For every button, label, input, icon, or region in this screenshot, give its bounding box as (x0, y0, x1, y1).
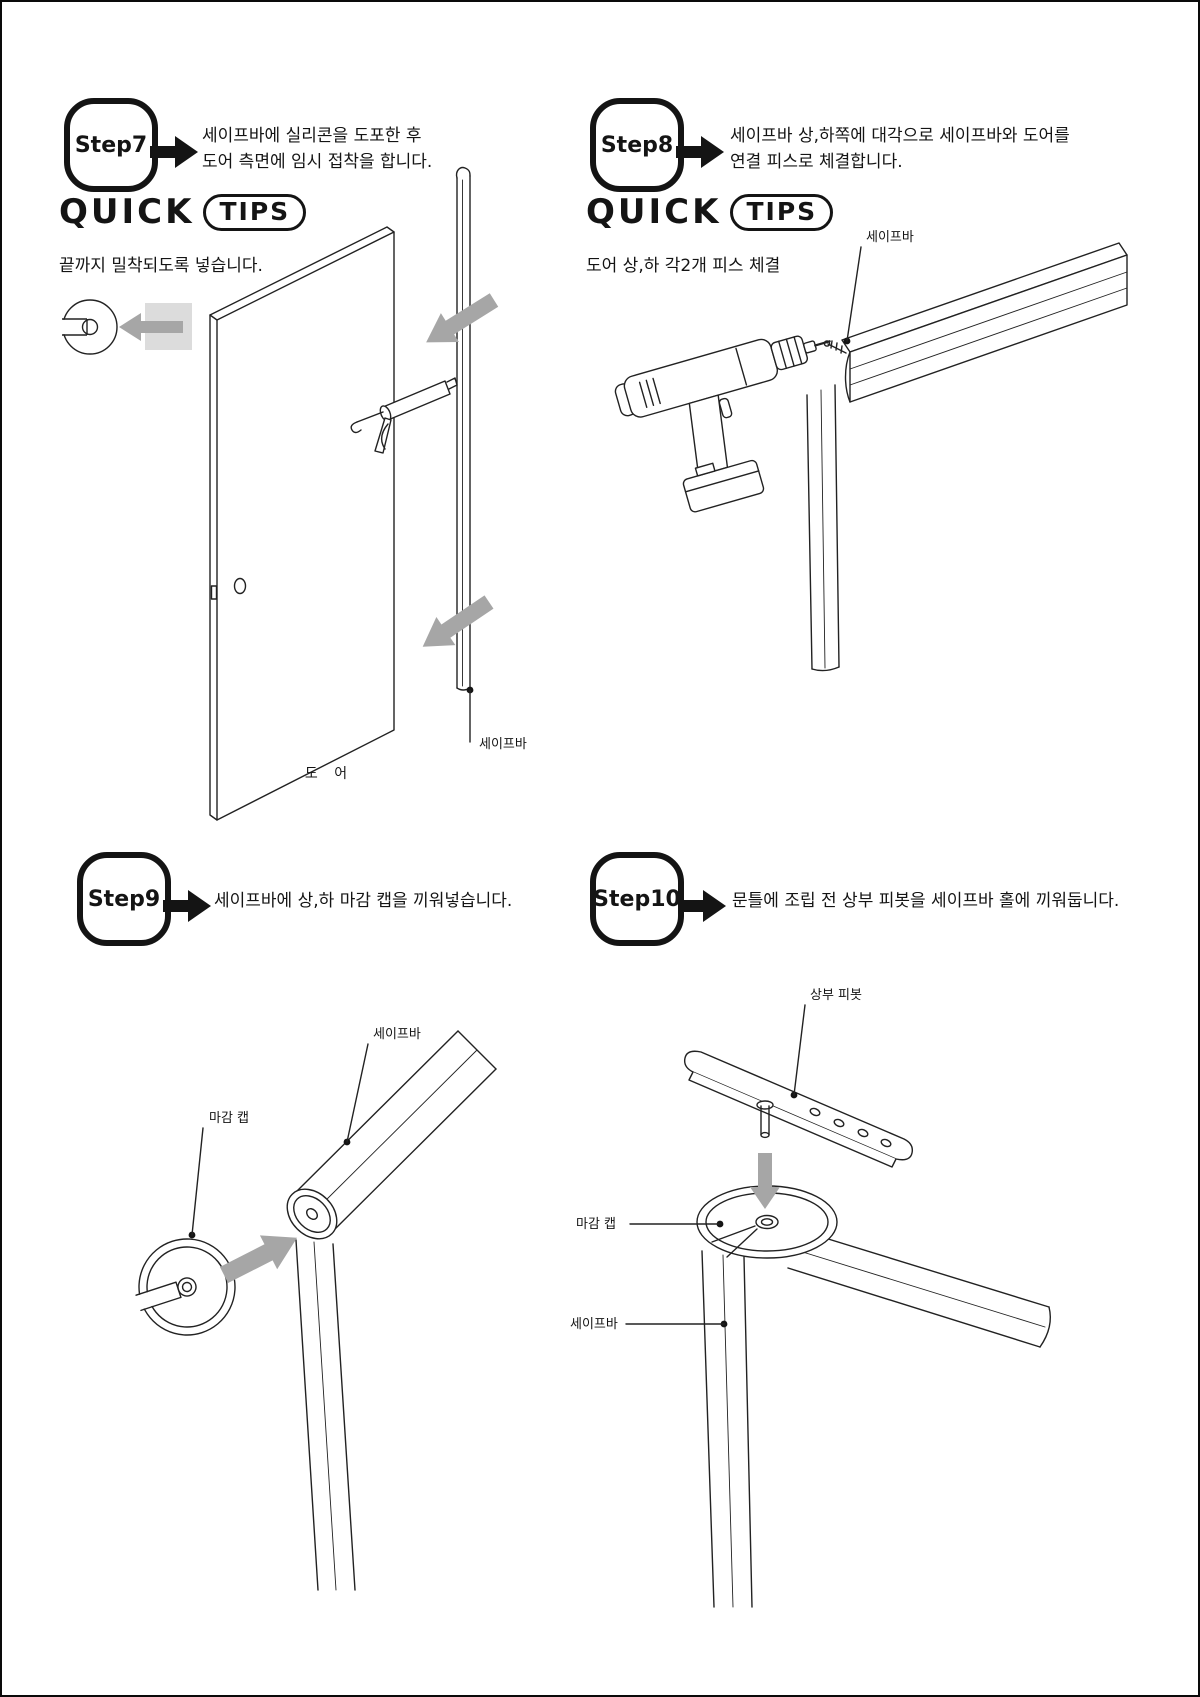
step7-badge-label: Step7 (74, 132, 148, 158)
insert-arrow-icon (219, 1235, 298, 1284)
pivot-leader (790, 1004, 806, 1099)
door-rail (787, 1229, 1052, 1348)
cap-label: 마감 캡 (209, 1111, 249, 1126)
safebar-leader (843, 246, 862, 345)
safebar-horizontal (841, 242, 1128, 403)
quick-label: QUICK (586, 192, 722, 232)
cap-label: 마감 캡 (576, 1217, 616, 1232)
pivot-label: 상부 피봇 (810, 988, 862, 1003)
safebar-vertical (806, 384, 840, 672)
step9-diagram: 마감 캡 세이프바 (134, 1027, 497, 1591)
step8-badge-label: Step8 (600, 132, 674, 158)
step7-diagram: 세이프바 도 어 (209, 166, 527, 821)
step9-description: 세이프바에 상,하 마감 캡을 끼워넣습니다. (214, 891, 513, 911)
tips-label: TIPS (746, 196, 818, 226)
step10-description: 문틀에 조립 전 상부 피봇을 세이프바 홀에 끼워둡니다. (732, 891, 1120, 911)
safebar-label: 세이프바 (570, 1317, 618, 1332)
step7-description: 세이프바에 실리콘을 도포한 후 도어 측면에 임시 접착을 합니다. (202, 126, 433, 173)
cap-leader (188, 1127, 204, 1239)
safebar-label: 세이프바 (479, 737, 527, 752)
quick-tips-logo: QUICK TIPS (59, 192, 307, 232)
door-label: 도 어 (305, 766, 353, 782)
quick-tips-logo: QUICK TIPS (586, 192, 834, 232)
step8-diagram: 세이프바 (614, 230, 1128, 672)
arrow-right-icon (678, 890, 726, 922)
safebar (455, 166, 471, 691)
cap-leader (629, 1220, 724, 1228)
safebar-label: 세이프바 (866, 230, 914, 245)
step10-diagram: 상부 피봇 마감 캡 세이프바 (570, 988, 1052, 1608)
tips-pill: TIPS (203, 193, 307, 231)
end-cap (134, 1238, 236, 1336)
safebar-leader (466, 686, 474, 743)
step8-badge: Step8 (590, 98, 684, 192)
step10-badge: Step10 (590, 852, 684, 946)
arrow-right-icon (676, 136, 724, 168)
step9-badge: Step9 (77, 852, 171, 946)
step7-badge: Step7 (64, 98, 158, 192)
doorframe-bar (295, 1239, 356, 1591)
insert-down-arrow-icon (750, 1153, 780, 1209)
step9-badge-label: Step9 (87, 886, 161, 912)
step10-badge-label: Step10 (593, 886, 681, 912)
quick-label: QUICK (59, 192, 195, 232)
safebar (286, 1030, 497, 1240)
press-arrows (422, 293, 499, 647)
tips-label: TIPS (219, 196, 291, 226)
safebar-label: 세이프바 (373, 1027, 421, 1042)
pivot-pin (756, 1100, 774, 1139)
caulk-gun (350, 377, 458, 454)
pivot-plate (683, 1050, 914, 1168)
cap-cross-section-icon (61, 299, 192, 355)
safebar-vertical (701, 1250, 753, 1608)
insert-left-arrow-icon (119, 313, 183, 341)
safebar-leader (343, 1043, 369, 1146)
door (209, 226, 395, 821)
safebar-leader (625, 1320, 728, 1328)
arrow-right-icon (163, 890, 211, 922)
drill (614, 335, 831, 513)
tips-pill: TIPS (730, 193, 834, 231)
step7-tip: 끝까지 밀착되도록 넣습니다. (59, 256, 263, 276)
step8-tip: 도어 상,하 각2개 피스 체결 (586, 256, 781, 276)
arrow-right-icon (150, 136, 198, 168)
step8-description: 세이프바 상,하쪽에 대각으로 세이프바와 도어를 연결 피스로 체결합니다. (730, 126, 1070, 173)
